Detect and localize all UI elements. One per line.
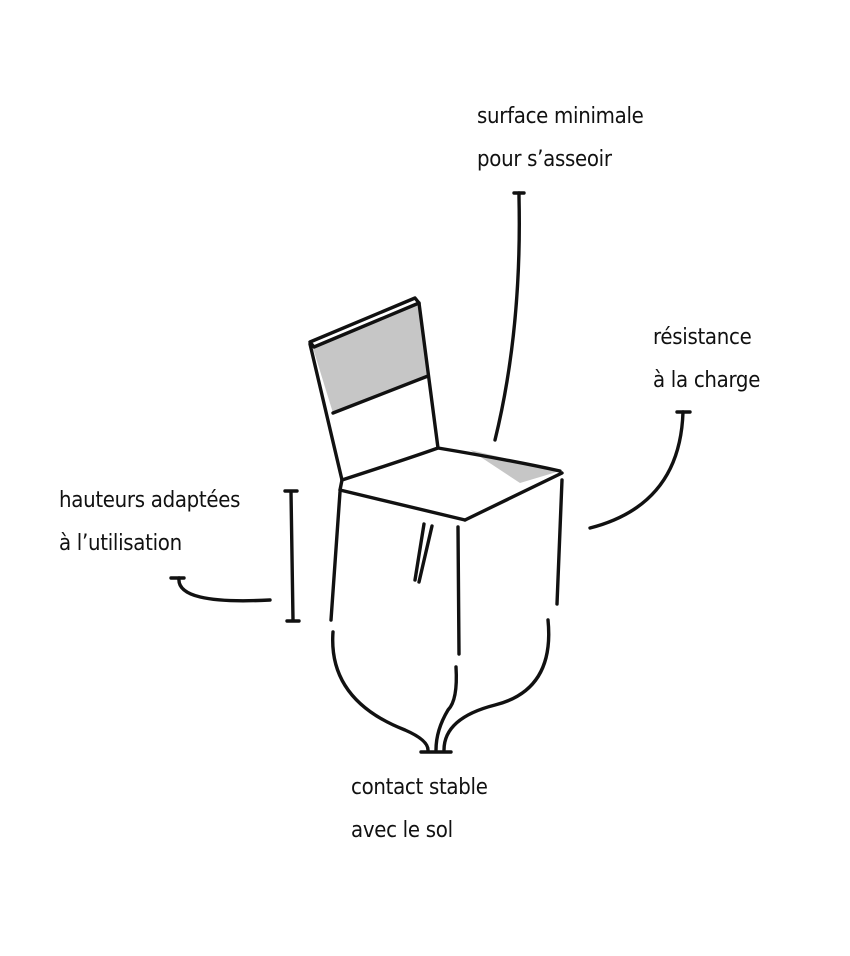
seat-surface-label-line1: surface minimale xyxy=(477,104,644,129)
floor-line-left xyxy=(331,630,430,752)
load-resistance-label-line2: à la charge xyxy=(653,368,761,393)
leg-back xyxy=(417,524,434,584)
floor-contact-label-line2: avec le sol xyxy=(351,818,453,843)
backrest-crossbar xyxy=(331,374,430,415)
seat-front-left-edge xyxy=(338,488,467,522)
backrest-left-post xyxy=(308,342,344,482)
floor-contact-label: contact stable avec le sol xyxy=(351,766,488,852)
leg-front-left xyxy=(329,490,342,622)
seat-left-edge xyxy=(338,478,344,492)
leg-right xyxy=(555,478,564,606)
load-callout-line xyxy=(588,410,685,530)
seat-surface-label: surface minimale pour s’asseoir xyxy=(477,95,644,181)
floor-contact-label-line1: contact stable xyxy=(351,775,488,800)
load-resistance-label: résistance à la charge xyxy=(653,316,760,402)
floor-line-middle xyxy=(434,665,459,752)
height-callout-line xyxy=(177,576,272,603)
seat-callout-line xyxy=(493,191,521,442)
height-label-line2: à l’utilisation xyxy=(59,531,182,556)
height-bracket-line xyxy=(289,490,295,622)
seat-front-right-edge xyxy=(463,471,564,522)
leg-back-inner xyxy=(413,522,426,582)
backrest-panel xyxy=(312,300,428,413)
seat-surface-label-line2: pour s’asseoir xyxy=(477,147,612,172)
floor-line-right xyxy=(442,618,551,752)
height-label-line1: hauteurs adaptées xyxy=(59,488,241,513)
leg-front-middle xyxy=(456,525,461,656)
backrest-right-post xyxy=(417,301,440,450)
seat-back-edge xyxy=(340,446,562,482)
load-resistance-label-line1: résistance xyxy=(653,325,752,350)
height-label: hauteurs adaptées à l’utilisation xyxy=(59,479,240,565)
